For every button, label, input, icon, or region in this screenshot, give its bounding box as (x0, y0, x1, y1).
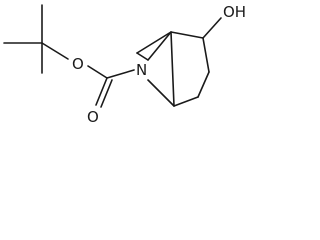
atom-label-oxygen-carbonyl: O (87, 108, 99, 126)
bond-ring-upper-right (202, 37, 210, 73)
bond-oxygen-to-carbonyl (87, 65, 108, 79)
bond-n-to-bridgehead-bottom (147, 79, 175, 107)
atom-label-nitrogen: N (136, 61, 147, 79)
bond-carbonyl-double-b (100, 79, 113, 108)
bond-bridgehead-top-to-n (147, 31, 172, 61)
bond-tbu-to-oxygen (41, 42, 69, 60)
bond-ring-bottom (173, 96, 199, 107)
bond-bridge-left-upper (136, 31, 172, 54)
bond-ring-top (170, 31, 204, 39)
bond-carbonyl-to-nitrogen (106, 69, 135, 79)
bond-carbonyl-double-a (95, 77, 108, 106)
bond-ring-lower-right (197, 71, 210, 98)
atom-label-hydroxyl: OH (223, 3, 246, 21)
bond-bridge-diagonal (170, 31, 175, 107)
bond-to-hydroxyl (202, 17, 222, 39)
atom-label-oxygen-ester: O (72, 55, 84, 73)
bond-bridge-left-lower (136, 52, 149, 61)
structure-drawing: O O N OH (3, 3, 246, 126)
chemical-structure: O O N OH (0, 0, 250, 126)
